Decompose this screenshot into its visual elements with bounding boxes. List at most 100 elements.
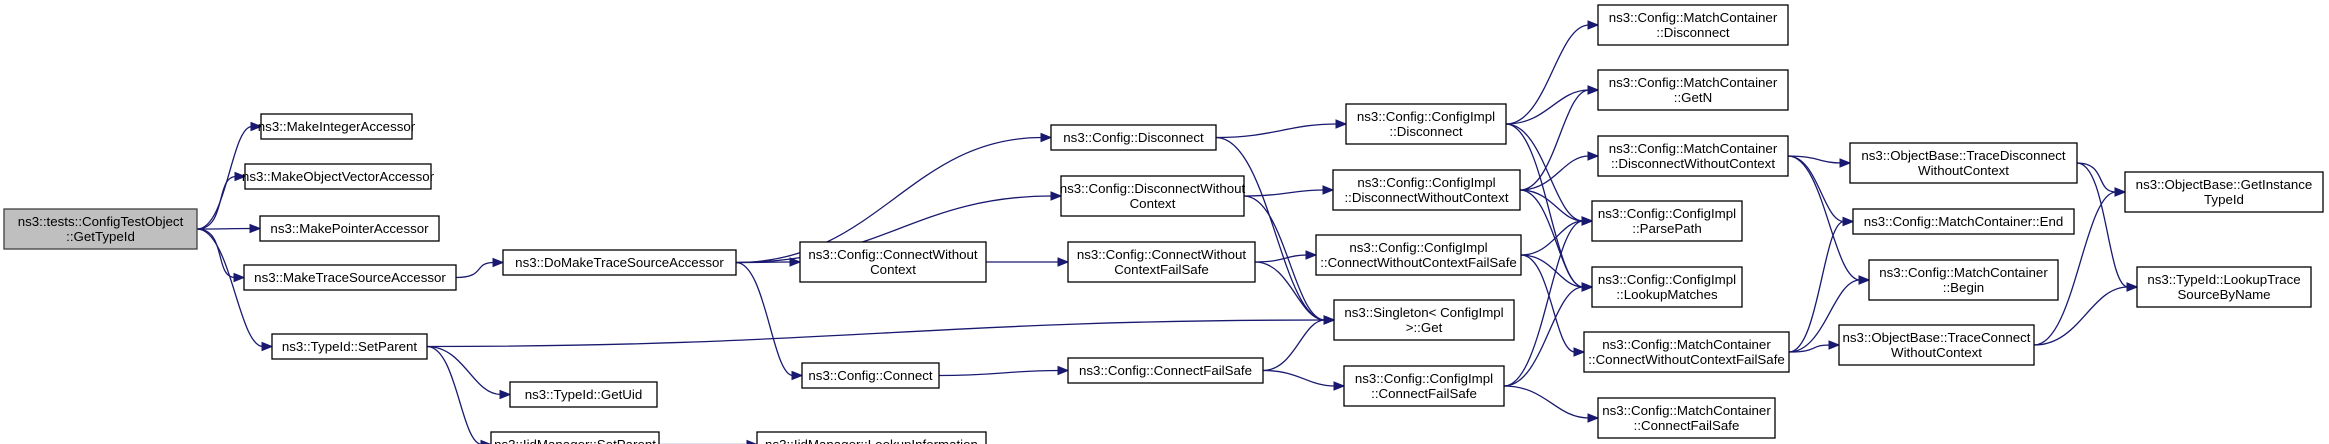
node-box[interactable] [1838,324,2035,366]
node-box[interactable] [1597,397,1776,439]
node-label: Context [1130,196,1176,211]
arrowhead-icon [1322,185,1335,195]
node-box[interactable] [271,333,428,360]
arrowhead-icon [261,341,274,352]
node-make-pointer[interactable]: ns3::MakePointerAccessor [259,215,440,242]
node-box[interactable] [2136,266,2312,308]
node-label: ::LookupMatches [1616,287,1718,302]
node-box[interactable] [1591,266,1743,308]
node-box[interactable] [756,431,987,444]
node-label: ::ConnectWithoutContextFailSafe [1588,352,1785,367]
node-box[interactable] [1060,175,1245,217]
node-impl-disc-wo-ctx[interactable]: ns3::Config::ConfigImpl::DisconnectWitho… [1332,169,1521,211]
node-box[interactable] [509,381,658,408]
node-label: ns3::ObjectBase::GetInstance [2136,177,2313,192]
node-label: ns3::Config::MatchContainer [1609,141,1778,156]
node-box[interactable] [1868,259,2059,301]
node-mc-get-n[interactable]: ns3::Config::MatchContainer::GetN [1597,69,1789,111]
arrowhead-icon [480,439,492,444]
node-box[interactable] [1315,234,1522,276]
node-box[interactable] [244,163,432,190]
edge-cfg-disconnect-to-impl-disconnect [1215,123,1338,139]
node-box[interactable] [259,215,440,242]
node-make-trace[interactable]: ns3::MakeTraceSourceAccessor [243,264,457,291]
node-box[interactable] [1345,103,1507,145]
node-label: ns3::Config::MatchContainer [1602,337,1771,352]
node-box[interactable] [1332,169,1521,211]
node-box[interactable] [1852,208,2075,235]
node-box[interactable] [1067,241,1256,283]
node-box[interactable] [260,113,413,140]
node-impl-conn-wo-ctx-fs[interactable]: ns3::Config::ConfigImpl::ConnectWithoutC… [1315,234,1522,276]
node-mc-conn-fs[interactable]: ns3::Config::MatchContainer::ConnectFail… [1597,397,1776,439]
node-cfg-conn-fs[interactable]: ns3::Config::ConnectFailSafe [1067,357,1264,384]
edge-impl-conn-fs-to-mc-conn-fs [1503,385,1590,419]
node-cfg-conn-wo-ctx[interactable]: ns3::Config::ConnectWithoutContext [799,241,987,283]
edges-layer [196,20,2139,444]
node-do-make-trace[interactable]: ns3::DoMakeTraceSourceAccessor [502,249,737,276]
node-box[interactable] [1597,69,1789,111]
node-label: ns3::tests::ConfigTestObject [18,214,184,229]
arrowhead-icon [1057,257,1070,267]
node-label: ns3::Config::ConnectFailSafe [1079,363,1252,378]
node-make-obj-vec[interactable]: ns3::MakeObjectVectorAccessor [242,163,435,190]
node-box[interactable] [1583,331,1790,373]
node-make-integer[interactable]: ns3::MakeIntegerAccessor [258,113,416,140]
node-root[interactable]: ns3::tests::ConfigTestObject::GetTypeId [3,208,198,250]
node-label: ns3::MakeIntegerAccessor [258,119,416,134]
node-mc-end[interactable]: ns3::Config::MatchContainer::End [1852,208,2075,235]
node-ob-trace-disc[interactable]: ns3::ObjectBase::TraceDisconnectWithoutC… [1849,142,2078,184]
arrowhead-icon [1587,20,1600,30]
node-box[interactable] [502,249,737,276]
arrowhead-icon [1335,119,1348,129]
node-mc-disc-wo-ctx[interactable]: ns3::Config::MatchContainer::DisconnectW… [1597,135,1789,177]
node-cfg-conn-wo-ctx-fs[interactable]: ns3::Config::ConnectWithoutContextFailSa… [1067,241,1256,283]
node-box[interactable] [1333,299,1515,341]
arrowhead-icon [1573,347,1586,357]
node-lookup-info[interactable]: ns3::IidManager::LookupInformation [756,431,987,444]
node-box[interactable] [1849,142,2078,184]
node-box[interactable] [801,362,940,389]
node-iid-set-parent[interactable]: ns3::IidManager::SetParent [490,431,660,444]
node-ob-trace-conn[interactable]: ns3::ObjectBase::TraceConnectWithoutCont… [1838,324,2035,366]
node-box[interactable] [1343,365,1505,407]
node-mc-begin[interactable]: ns3::Config::MatchContainer::Begin [1868,259,2059,301]
node-label: ns3::Config::ConnectWithout [1077,247,1247,262]
edge-impl-disc-wo-ctx-to-parse-path [1519,189,1584,222]
node-mc-conn-wo-ctx-fs[interactable]: ns3::Config::MatchContainer::ConnectWith… [1583,331,1790,373]
node-label: ns3::Config::ConnectWithout [808,247,978,262]
node-impl-conn-fs[interactable]: ns3::Config::ConfigImpl::ConnectFailSafe [1343,365,1505,407]
node-box[interactable] [1597,135,1789,177]
edge-mc-conn-wo-ctx-fs-to-ob-trace-conn [1788,344,1831,353]
arrowhead-icon [1323,315,1336,325]
node-cfg-disconnect[interactable]: ns3::Config::Disconnect [1050,124,1217,151]
node-cfg-disc-wo-ctx[interactable]: ns3::Config::DisconnectWithoutContext [1060,175,1246,217]
node-label: ns3::IidManager::LookupInformation [765,437,978,444]
node-box[interactable] [3,208,198,250]
node-box[interactable] [1597,4,1789,46]
node-box[interactable] [490,431,660,444]
nodes-layer: ns3::tests::ConfigTestObject::GetTypeIdn… [3,4,2324,444]
node-box[interactable] [1067,357,1264,384]
node-box[interactable] [1050,124,1217,151]
node-label: ::GetN [1674,90,1712,105]
node-box[interactable] [243,264,457,291]
node-label: ns3::MakeObjectVectorAccessor [242,169,435,184]
edge-impl-disc-wo-ctx-to-mc-disc-wo-ctx [1519,155,1590,191]
node-parse-path[interactable]: ns3::Config::ConfigImpl::ParsePath [1591,200,1743,242]
arrowhead-icon [1333,381,1346,391]
node-label: ns3::Config::ConfigImpl [1357,175,1495,190]
node-set-parent[interactable]: ns3::TypeId::SetParent [271,333,428,360]
node-get-uid[interactable]: ns3::TypeId::GetUid [509,381,658,408]
node-box[interactable] [1591,200,1743,242]
edge-cfg-conn-wo-ctx-fs-to-singleton-get [1254,261,1326,321]
node-cfg-connect[interactable]: ns3::Config::Connect [801,362,940,389]
node-mc-disconnect[interactable]: ns3::Config::MatchContainer::Disconnect [1597,4,1789,46]
node-impl-disconnect[interactable]: ns3::Config::ConfigImpl::Disconnect [1345,103,1507,145]
node-box[interactable] [799,241,987,283]
node-box[interactable] [2124,171,2324,213]
node-singleton-get[interactable]: ns3::Singleton< ConfigImpl>::Get [1333,299,1515,341]
node-lookup-matches[interactable]: ns3::Config::ConfigImpl::LookupMatches [1591,266,1743,308]
